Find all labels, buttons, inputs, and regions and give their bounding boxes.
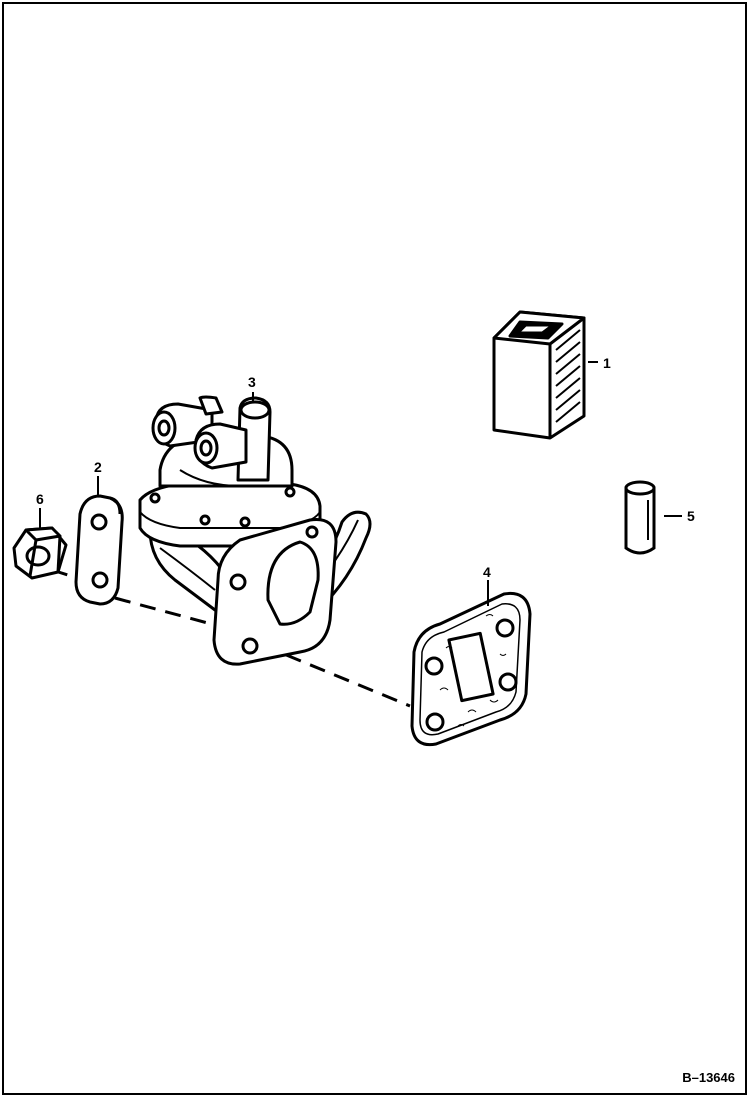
filter-element-icon	[492, 310, 586, 440]
figure-number: B–13646	[682, 1070, 735, 1085]
callout-6: 6	[36, 491, 44, 507]
gasket-icon	[410, 591, 532, 747]
callout-2: 2	[94, 459, 102, 475]
callout-5: 5	[687, 508, 695, 524]
link-plate-icon	[74, 494, 124, 606]
pin-icon	[624, 480, 656, 555]
nut-icon	[12, 526, 68, 580]
fuel-pump-icon	[138, 395, 372, 666]
leader-lines	[39, 361, 682, 606]
callout-4: 4	[483, 564, 491, 580]
callout-3: 3	[248, 374, 256, 390]
callout-1: 1	[603, 355, 611, 371]
